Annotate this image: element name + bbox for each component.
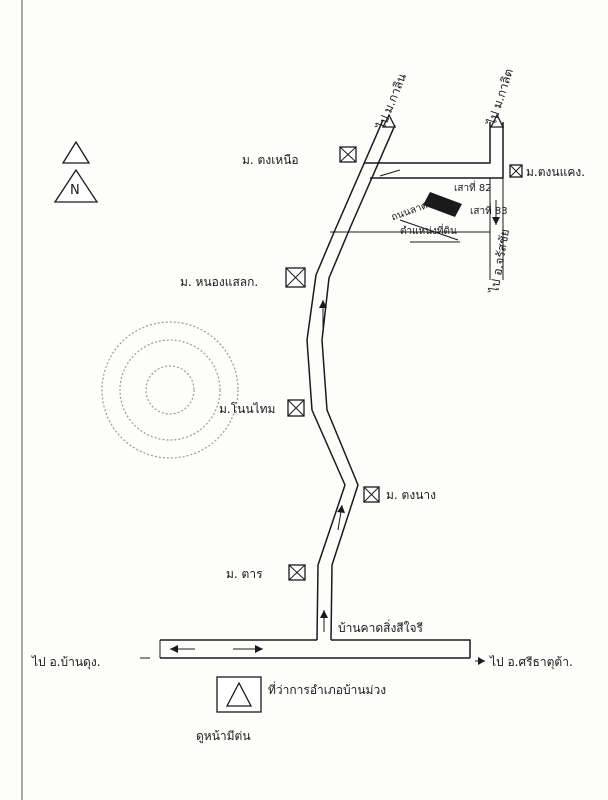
label-signature: ดูหน้ามีต่น [196,729,251,744]
svg-text:N: N [70,183,80,198]
north-arrow-icon: N [53,140,99,203]
district-office-marker [216,676,262,713]
village-markers [285,146,523,581]
crossed-box-icon [509,164,523,178]
label-village-3: ม. หนองแสลก. [180,275,258,289]
label-to-right: ไป อ.ศรีธาตุต้า. [489,655,573,670]
label-village-1: ม. ตงเหนือ [242,153,299,167]
label-km-82: เสาที่ 82 [454,180,492,194]
label-km-83: เสาที่ 83 [470,203,508,217]
label-site: ตำแหน่งที่ดิน [400,223,457,237]
direction-arrows [140,113,505,665]
label-to-top-right: ไป ม.กาลิต [484,67,516,128]
label-village-6: ม. ตาร [226,567,263,581]
crossed-box-icon [339,146,357,163]
horizontal-road [159,639,471,659]
crossed-box-icon [363,486,380,503]
label-district-office: ที่ว่าการอำเภอบ้านม่วง [268,681,386,697]
label-village-4: ม.โนนไทม [219,402,275,416]
label-village-5: ม. ตงนาง [386,488,436,502]
label-junction: บ้านคาดสิ่งสีใจรี [338,619,424,635]
main-road [306,119,504,641]
crossed-box-icon [287,399,305,417]
crossed-box-icon [288,564,306,581]
branch-road [330,178,504,280]
label-to-left: ไป อ.บ้านดุง. [31,655,101,670]
label-to-bottom-right: ไป อ.จรัสชัย [487,228,512,295]
stamp-seal [101,321,239,459]
land-plot-icon [399,192,462,241]
label-village-2: ม.ตงนแคง. [526,165,585,179]
crossed-box-icon [285,267,306,288]
